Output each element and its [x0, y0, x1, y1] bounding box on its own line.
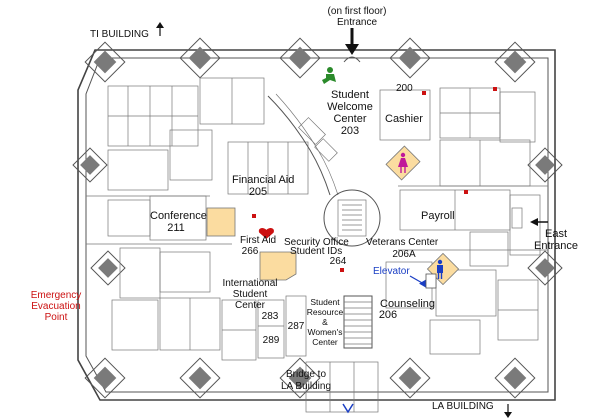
veterans-center-number: 206A [392, 249, 416, 260]
arrow-down-icon [504, 404, 512, 418]
interior-walls [86, 77, 548, 413]
room-287-label: 287 [288, 321, 305, 332]
restroom-women-icon [398, 152, 408, 173]
entrance-label: Entrance [337, 17, 377, 28]
bridge-label-2: LA Building [281, 381, 331, 392]
emergency-evacuation-label-3: Point [45, 312, 68, 323]
conference-number: 211 [167, 222, 185, 234]
arrow-up-icon [156, 22, 164, 36]
cashier-label: Cashier [385, 113, 423, 125]
student-ids-label: Student IDs [290, 246, 342, 257]
security-office-number: 264 [330, 256, 347, 267]
first-aid-number: 266 [242, 246, 259, 257]
security-office-label: Security Office [284, 237, 349, 248]
arrow-down-icon [345, 28, 359, 55]
veterans-center-label: Veterans Center [366, 237, 439, 248]
student-resource-label-5: Center [312, 337, 338, 347]
heart-icon [258, 227, 274, 239]
room-200-label: 200 [396, 83, 413, 94]
student-resource-label-4: Women's [307, 327, 342, 337]
international-center-label-1: International [222, 278, 277, 289]
international-center-label-2: Student [233, 289, 268, 300]
financial-aid-label: Financial Aid [232, 174, 294, 186]
ti-building-label: TI BUILDING [90, 29, 149, 40]
building-outline [77, 49, 556, 401]
bridge-label-1: Bridge to [286, 369, 326, 380]
entrance-note-label: (on first floor) [328, 6, 387, 17]
elevator-arrow-icon [409, 275, 426, 288]
restroom-men-icon [437, 259, 443, 279]
red-markers [252, 87, 497, 272]
running-figure-icon [322, 67, 336, 84]
student-welcome-number: 203 [341, 125, 359, 137]
east-entrance-label-1: East [545, 228, 567, 240]
student-welcome-label-1: Student [331, 89, 369, 101]
conference-label: Conference [150, 210, 207, 222]
east-entrance-label-2: Entrance [534, 240, 578, 252]
conference-room-highlight[interactable] [206, 207, 236, 237]
first-aid-label: First Aid [240, 235, 276, 246]
emergency-evacuation-label-2: Evacuation [31, 301, 80, 312]
counseling-label: Counseling [380, 298, 435, 310]
international-center-number: 283 [262, 311, 279, 322]
elevator-label: Elevator [373, 266, 410, 277]
payroll-label: Payroll [421, 210, 455, 222]
la-building-label: LA BUILDING [432, 401, 494, 412]
first-aid-room-highlight[interactable] [259, 251, 297, 281]
financial-aid-number: 205 [249, 186, 267, 198]
student-resource-label-2: Resource [307, 307, 344, 317]
entrance-arch [343, 56, 361, 63]
student-resource-label-1: Student [310, 297, 340, 307]
room-289-label: 289 [263, 335, 280, 346]
elevator-shaft [425, 273, 437, 289]
arrow-left-icon [530, 218, 548, 226]
map-labels: TI BUILDING (on first floor) Entrance St… [31, 6, 578, 412]
international-center-label-3: Center [235, 300, 266, 311]
student-welcome-label-3: Center [333, 113, 366, 125]
student-welcome-label-2: Welcome [327, 101, 373, 113]
student-resource-label-3: & [322, 317, 328, 327]
counseling-number: 206 [379, 309, 397, 321]
emergency-evacuation-label-1: Emergency [31, 290, 82, 301]
arrow-down-icon [342, 403, 354, 414]
